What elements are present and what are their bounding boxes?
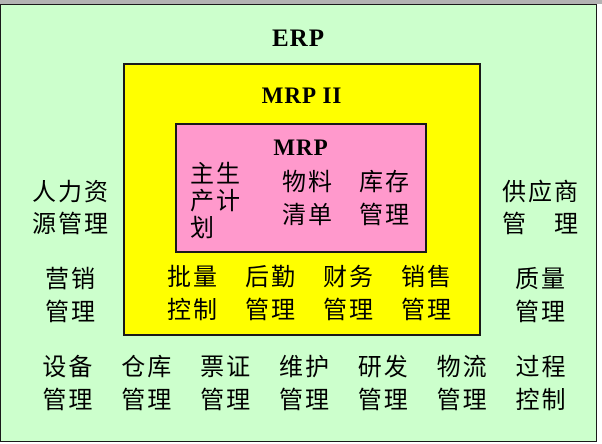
label-rear-logistics-management: 后勤 管理 <box>245 262 297 328</box>
label-line: 管理 <box>359 203 411 229</box>
label-line: 管理 <box>515 300 567 326</box>
label-supplier-management: 供应商 管 理 <box>488 177 594 241</box>
label-warehouse-management: 仓库 管理 <box>121 352 173 418</box>
label-process-control: 过程 控制 <box>515 352 567 418</box>
label-hr-management: 人力资 源管理 <box>18 177 124 241</box>
label-line: 管理 <box>278 388 331 414</box>
label-line: 库存 <box>359 170 411 196</box>
label-line: 管理 <box>121 388 174 414</box>
label-line: 管理 <box>436 388 489 414</box>
label-line: 质量 <box>515 267 567 293</box>
label-line: 产计 <box>190 189 242 215</box>
label-line: 维护 <box>278 355 331 381</box>
label-line: 管理 <box>401 298 453 324</box>
label-line: 划 <box>190 216 216 242</box>
label-line: 管理 <box>323 298 375 324</box>
label-ticket-management: 票证 管理 <box>200 352 252 418</box>
label-line: 管 理 <box>502 212 580 238</box>
label-line: 营销 <box>45 267 97 293</box>
label-inventory-management: 库存 管理 <box>354 167 416 233</box>
label-batch-control: 批量 控制 <box>167 262 219 328</box>
label-line: 清单 <box>282 203 334 229</box>
mrp2-bottom-row: 批量 控制 后勤 管理 财务 管理 销售 管理 <box>141 262 479 328</box>
label-line: 控制 <box>515 388 568 414</box>
label-line: 管理 <box>42 388 95 414</box>
label-line: 设备 <box>42 355 95 381</box>
label-sales-management: 销售 管理 <box>401 262 453 328</box>
label-line: 物流 <box>436 355 489 381</box>
label-line: 财务 <box>323 265 375 291</box>
label-line: 批量 <box>167 265 219 291</box>
mrp-box: MRP 主生 产计 划 物料 清单 库存 管理 <box>175 123 427 253</box>
mrp2-label: MRP II <box>261 83 343 108</box>
label-line: 管理 <box>245 298 297 324</box>
label-line: 物料 <box>282 170 334 196</box>
window-top-strip <box>0 0 602 4</box>
label-line: 销售 <box>401 265 453 291</box>
mrp-label: MRP <box>273 135 329 160</box>
label-line: 管理 <box>200 388 253 414</box>
label-line: 过程 <box>515 355 568 381</box>
label-rnd-management: 研发 管理 <box>358 352 410 418</box>
label-line: 主生 <box>190 162 242 188</box>
label-line: 票证 <box>200 355 253 381</box>
erp-box: ERP 人力资 源管理 营销 管理 供应商 管 理 质量 管理 MRP II M… <box>0 4 597 442</box>
label-line: 人力资 <box>32 180 110 206</box>
mrp2-box: MRP II MRP 主生 产计 划 物料 清单 库存 管理 <box>123 63 481 336</box>
label-quality-management: 质量 管理 <box>488 264 594 330</box>
erp-bottom-row: 设备 管理 仓库 管理 票证 管理 维护 管理 研发 管理 物流 管理 <box>29 352 581 418</box>
label-line: 源管理 <box>32 212 110 238</box>
label-line: 控制 <box>167 298 219 324</box>
erp-label: ERP <box>272 25 325 52</box>
label-bill-of-materials: 物料 清单 <box>277 167 339 233</box>
label-logistics-management: 物流 管理 <box>437 352 489 418</box>
label-line: 管理 <box>357 388 410 414</box>
label-finance-management: 财务 管理 <box>323 262 375 328</box>
label-equipment-management: 设备 管理 <box>42 352 94 418</box>
label-marketing-management: 营销 管理 <box>18 264 124 330</box>
label-line: 后勤 <box>245 265 297 291</box>
label-line: 供应商 <box>502 180 580 206</box>
label-line: 仓库 <box>121 355 174 381</box>
label-master-production-plan: 主生 产计 划 <box>190 162 248 243</box>
label-line: 管理 <box>45 300 97 326</box>
label-line: 研发 <box>357 355 410 381</box>
label-maintenance-management: 维护 管理 <box>279 352 331 418</box>
